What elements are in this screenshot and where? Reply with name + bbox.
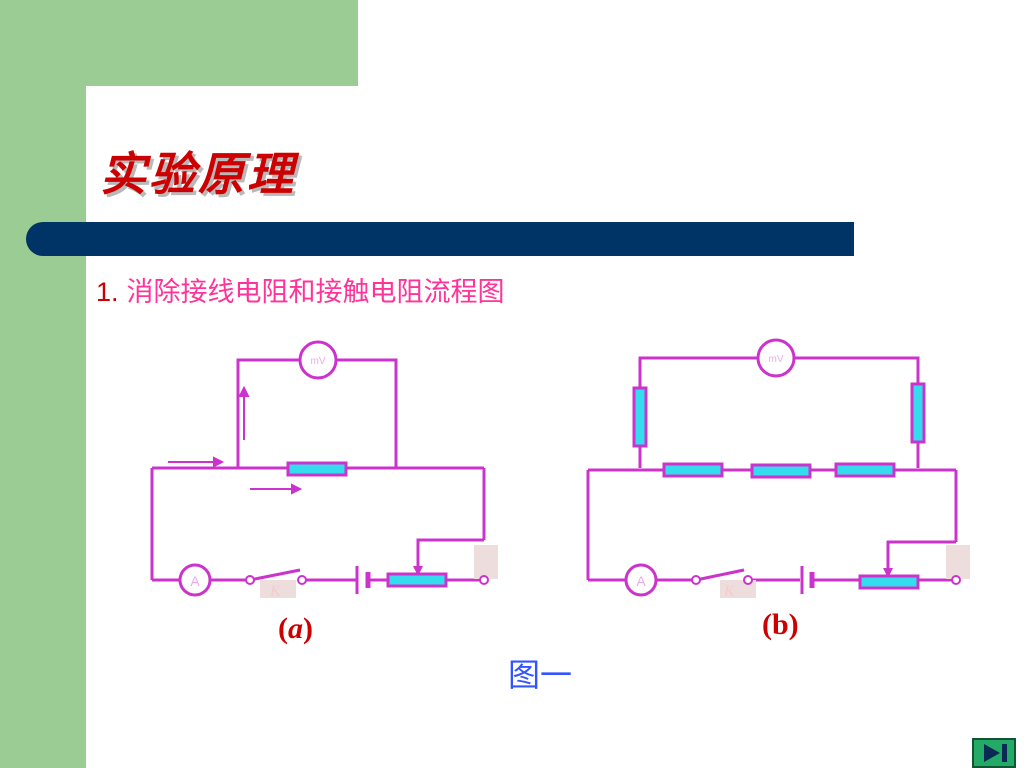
content-panel xyxy=(86,86,1024,768)
terminal xyxy=(297,575,307,585)
play-triangle xyxy=(984,744,1000,762)
terminal xyxy=(951,575,961,585)
circuit-a-slider-tip xyxy=(413,566,423,576)
caption-b: (b) xyxy=(762,608,799,641)
slide-subtitle: 1.消除接线电阻和接触电阻流程图 xyxy=(96,270,505,309)
circuit-a-voltmeter xyxy=(298,340,338,380)
circuit-b-ammeter-label: A xyxy=(636,573,646,589)
circuit-b-rheostat-slider xyxy=(886,540,956,570)
decorative-block xyxy=(474,545,498,579)
terminal xyxy=(245,575,255,585)
caption-a-letter: a xyxy=(288,612,303,645)
circuit-a-rheostat xyxy=(386,572,448,588)
circuit-a-wire xyxy=(336,358,398,468)
terminal xyxy=(479,575,489,585)
circuit-b-resistor xyxy=(662,462,724,478)
arrow-head xyxy=(291,483,303,495)
circuit-b-ammeter xyxy=(624,563,658,597)
circuit-b-wire xyxy=(638,356,758,468)
circuit-a xyxy=(150,358,486,582)
circuit-b-terminals xyxy=(691,575,961,585)
circuit-b-resistor-left xyxy=(632,386,648,448)
circuit-a-current-arrows xyxy=(168,385,303,495)
background-green-block xyxy=(0,0,358,86)
circuit-b-switch-lever xyxy=(695,568,745,582)
circuit-a-rheostat-slider xyxy=(416,538,484,568)
circuit-b-voltmeter-label: mV xyxy=(769,354,784,365)
circuit-a-wire xyxy=(236,358,300,468)
decorative-block xyxy=(260,580,296,598)
circuit-b-resistor xyxy=(834,462,896,478)
circuit-b-resistor-right xyxy=(910,382,926,444)
circuit-b-wire xyxy=(794,356,920,468)
circuit-b-switch-label: K xyxy=(723,583,736,600)
circuit-a-resistor xyxy=(286,461,348,477)
circuit-a-switch-lever xyxy=(249,568,301,582)
circuit-b-voltmeter xyxy=(756,338,796,378)
figure-caption: 图一 xyxy=(508,656,573,694)
end-bar xyxy=(1002,744,1007,762)
circuit-a-ammeter xyxy=(178,563,212,597)
decorative-block xyxy=(946,545,970,579)
subtitle-text: 消除接线电阻和接触电阻流程图 xyxy=(126,277,505,308)
background-green-strip xyxy=(0,0,86,768)
arrow-head xyxy=(238,385,250,397)
circuit-b-slider-tip xyxy=(883,568,893,578)
terminal xyxy=(743,575,753,585)
terminal xyxy=(691,575,701,585)
slide-title: 实验原理 xyxy=(100,147,296,201)
circuit-b-resistors xyxy=(632,382,926,590)
circuit-b-rheostat xyxy=(858,574,920,590)
arrow-head xyxy=(213,456,225,468)
circuit-a-terminals xyxy=(245,575,489,585)
circuit-b-resistor xyxy=(750,463,812,479)
circuit-a-switch-label: K xyxy=(269,583,282,600)
play-end-icon[interactable] xyxy=(972,738,1016,768)
circuit-a-voltmeter-label: mV xyxy=(311,356,326,367)
caption-a-close: ) xyxy=(303,612,313,645)
subtitle-number: 1. xyxy=(96,277,119,307)
title-divider-bar xyxy=(26,222,854,256)
caption-a-open: ( xyxy=(278,612,288,645)
caption-a: (a) xyxy=(278,612,313,646)
circuit-a-ammeter-label: A xyxy=(190,573,200,589)
